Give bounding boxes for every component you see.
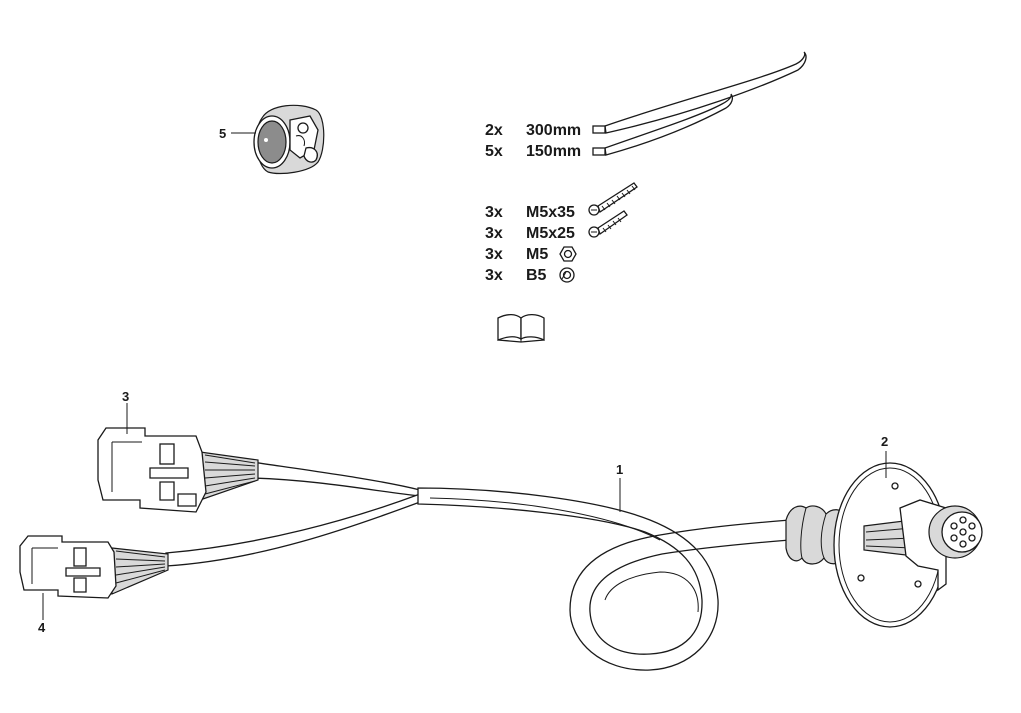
parts-row-qty: 3x (485, 246, 503, 263)
parts-row-desc: M5x35 (526, 204, 575, 221)
screw-icon (588, 182, 638, 216)
parts-row-qty: 3x (485, 204, 503, 221)
callout-2: 2 (881, 434, 888, 449)
connector-3-drawing (97, 427, 259, 513)
cable-tie-icon (592, 51, 807, 156)
trailer-socket-drawing (785, 462, 983, 628)
parts-row-desc: 150mm (526, 143, 581, 160)
manual-book-icon (497, 313, 545, 343)
parts-row-desc: M5x25 (526, 225, 575, 242)
callout-1: 1 (616, 462, 623, 477)
parts-row-qty: 3x (485, 225, 503, 242)
parts-row-desc: 300mm (526, 122, 581, 139)
washer-icon (559, 267, 575, 283)
parts-row-qty: 2x (485, 122, 503, 139)
callout-3: 3 (122, 389, 129, 404)
parts-row-desc: M5 (526, 246, 548, 263)
parts-row-qty: 3x (485, 267, 503, 284)
screw-icon (588, 210, 628, 238)
nut-icon (559, 246, 577, 262)
main-cable (165, 461, 791, 671)
socket-module-drawing (253, 104, 325, 175)
callout-5: 5 (219, 126, 226, 141)
connector-4-drawing (19, 535, 169, 599)
parts-row-desc: B5 (526, 267, 547, 284)
parts-row-qty: 5x (485, 143, 503, 160)
callout-4: 4 (38, 620, 46, 635)
parts-list: 2x 300mm 5x 150mm 3x M5x35 3x M5x25 3x M… (485, 122, 581, 284)
